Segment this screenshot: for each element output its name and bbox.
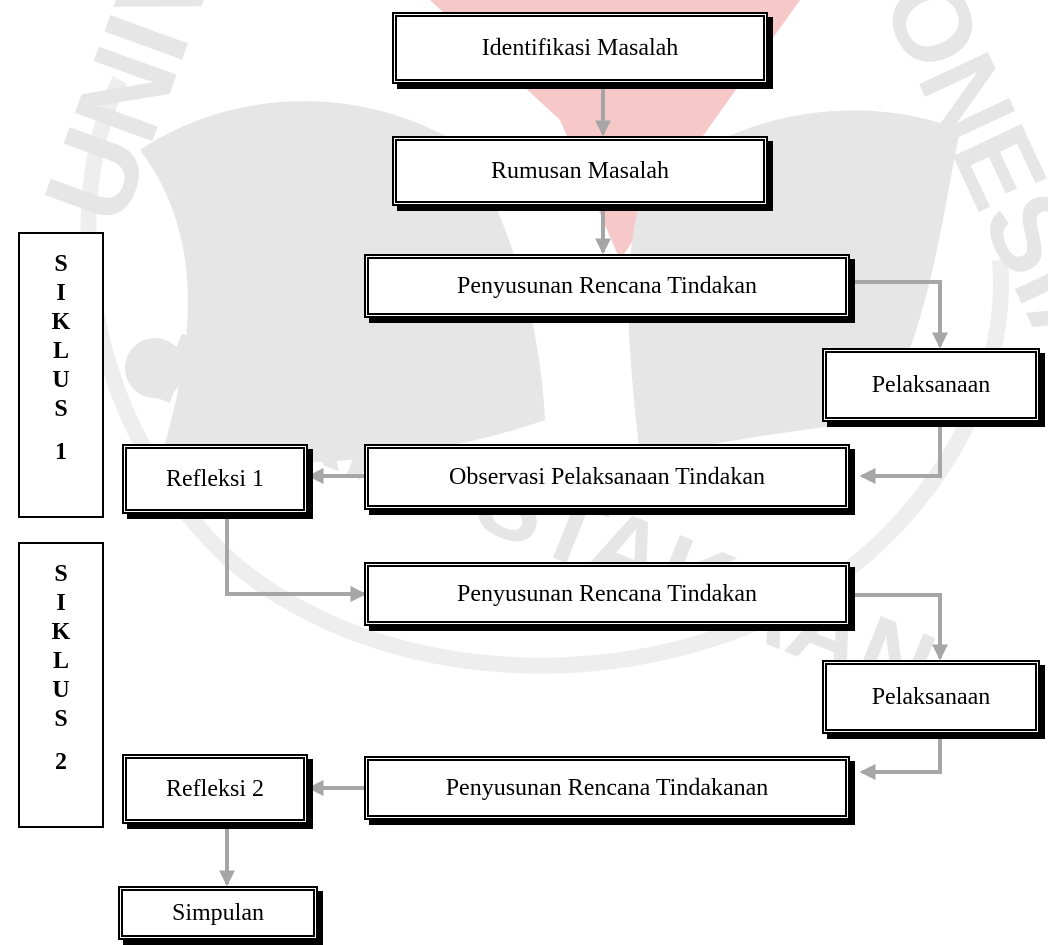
rumusan-masalah-box: Rumusan Masalah (392, 136, 768, 206)
siklus-1-letter: K (51, 309, 71, 335)
siklus-2-letter: I (56, 590, 66, 616)
observasi-pelaksanaan-1-box: Observasi Pelaksanaan Tindakan (364, 444, 850, 510)
arrow-rencana-1-to-pelaksanaan-1 (850, 280, 948, 349)
siklus-2-letter: S (54, 706, 68, 732)
penyusunan-rencana-2-box: Penyusunan Rencana Tindakan (364, 562, 850, 626)
identifikasi-masalah-box: Identifikasi Masalah (392, 12, 768, 84)
siklus-1-number: 1 (55, 439, 67, 465)
pelaksanaan-2-box: Pelaksanaan (822, 660, 1040, 734)
arrow-rencana-2-to-pelaksanaan-2 (850, 593, 948, 661)
arrow-refleksi-1-to-rencana-2 (225, 516, 367, 602)
refleksi-2-box: Refleksi 2 (122, 754, 308, 824)
siklus-2-label: S I K L U S 2 (18, 542, 104, 828)
siklus-2-letter: S (54, 561, 68, 587)
simpulan-box: Simpulan (118, 886, 318, 940)
arrow-pelaksanaan-1-to-observasi-1 (859, 424, 942, 484)
siklus-1-letter: S (54, 251, 68, 277)
siklus-2-letter: L (52, 648, 69, 674)
siklus-2-number: 2 (55, 749, 67, 775)
siklus-1-label: S I K L U S 1 (18, 232, 104, 518)
pelaksanaan-1-box: Pelaksanaan (822, 348, 1040, 422)
siklus-1-letter: S (54, 396, 68, 422)
penyusunan-rencana-tindakanan-box: Penyusunan Rencana Tindakanan (364, 756, 850, 820)
siklus-1-letter: U (52, 367, 70, 393)
siklus-1-letter: I (56, 280, 66, 306)
arrow-pelaksanaan-2-to-observasi-2 (859, 736, 942, 780)
siklus-2-letter: U (52, 677, 70, 703)
refleksi-1-box: Refleksi 1 (122, 444, 308, 514)
siklus-2-letter: K (51, 619, 71, 645)
penyusunan-rencana-1-box: Penyusunan Rencana Tindakan (364, 254, 850, 318)
watermark-dot (125, 338, 185, 398)
siklus-1-letter: L (52, 338, 69, 364)
